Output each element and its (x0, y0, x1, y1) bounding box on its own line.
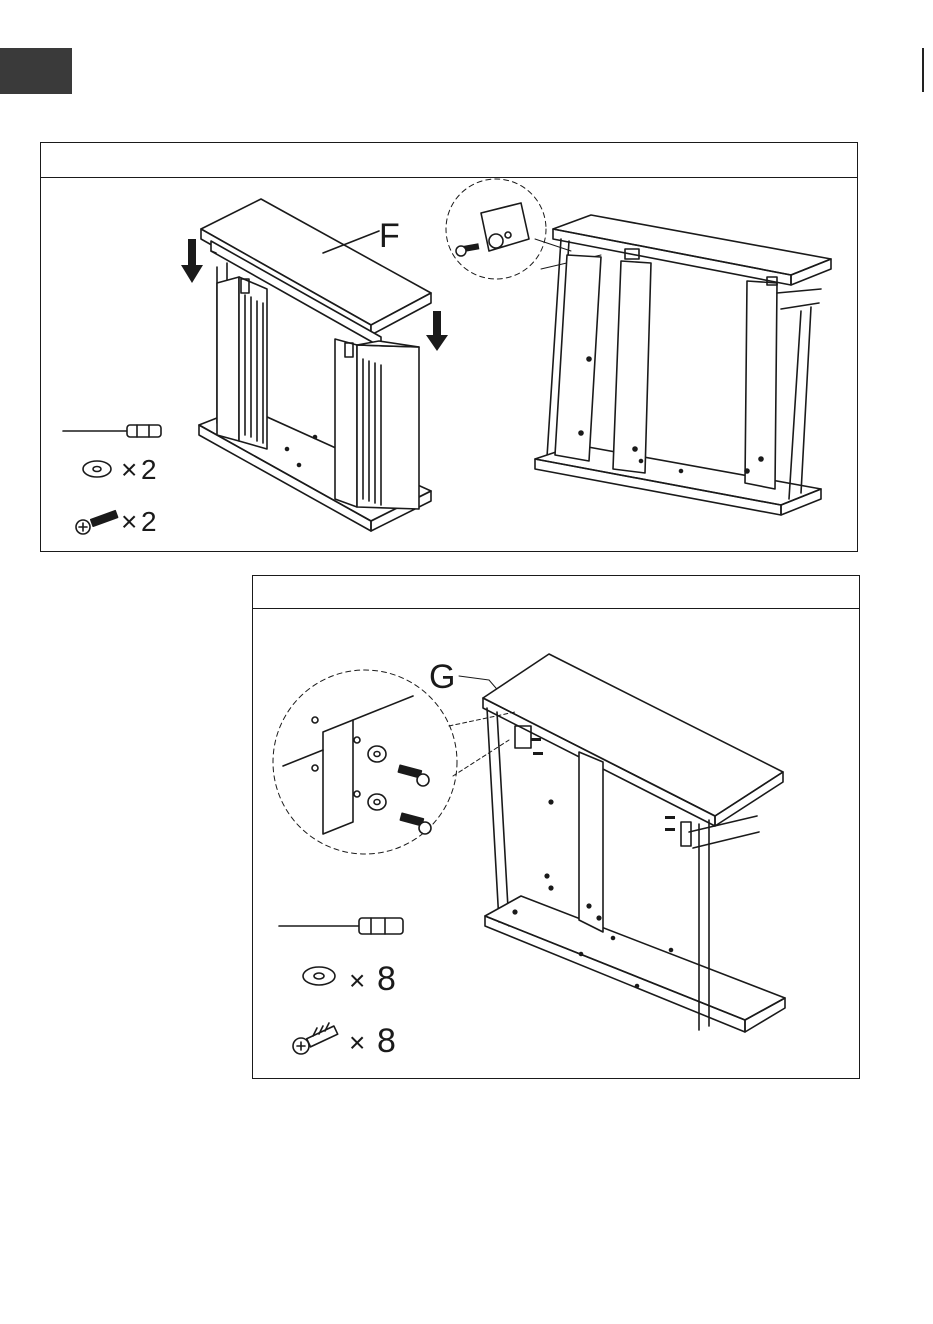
part-label-g: G (429, 658, 455, 696)
screw-icon (293, 1023, 338, 1054)
step-1-panel: F (40, 142, 858, 552)
fireplace-frame-back (483, 654, 785, 1032)
quantity-prefix: × (349, 965, 365, 996)
screw-icon (456, 243, 479, 256)
step-1-illustration: F (41, 143, 857, 551)
screwdriver-icon (63, 425, 161, 437)
arrow-down-icon (426, 311, 448, 351)
step-2-panel: G (252, 575, 860, 1079)
language-tab (0, 48, 72, 94)
screw-quantity: 2 (141, 506, 157, 537)
quantity-prefix: × (121, 506, 137, 537)
page-edge-mark (922, 48, 924, 92)
fireplace-frame-assembled (535, 215, 831, 515)
quantity-prefix: × (349, 1027, 365, 1058)
screw-icon (398, 765, 431, 834)
step-2-illustration: G (253, 576, 859, 1078)
quantity-prefix: × (121, 454, 137, 485)
arrow-down-icon (181, 239, 203, 283)
part-label-f: F (379, 217, 400, 255)
bracket-detail (481, 203, 529, 251)
washer-quantity: 8 (377, 960, 396, 998)
washer-quantity: 2 (141, 454, 157, 485)
washer-icon (83, 461, 111, 477)
bracket-detail (283, 696, 413, 834)
screw-icon (76, 511, 118, 534)
screw-quantity: 8 (377, 1022, 396, 1060)
screwdriver-icon (279, 918, 403, 934)
washer-icon (303, 967, 335, 985)
